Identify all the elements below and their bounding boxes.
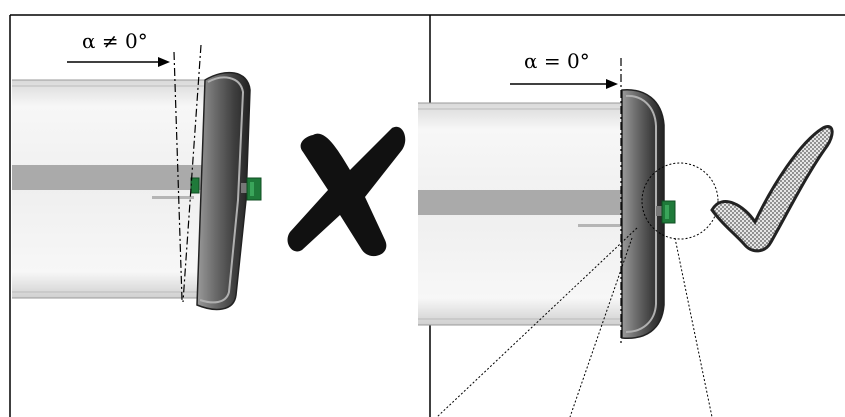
connector	[656, 200, 676, 224]
cross-mark-icon	[287, 126, 406, 257]
right-angle-label: α = 0°	[524, 49, 590, 73]
check-mark-icon	[710, 125, 834, 253]
right-angle-arrow	[510, 79, 618, 89]
connector-inner	[190, 177, 200, 194]
right-panel: α = 0°	[418, 49, 834, 417]
tube-stripe	[418, 190, 623, 215]
left-panel: α ≠ 0°	[12, 29, 406, 311]
connector-outer	[241, 177, 262, 201]
right-tube	[418, 102, 624, 326]
tilted-axis-line	[182, 44, 202, 303]
left-end-cap	[196, 71, 251, 311]
reference-line	[173, 51, 183, 301]
tube-stripe	[12, 165, 202, 190]
left-tube	[12, 79, 207, 299]
left-angle-arrow	[67, 57, 170, 67]
detail-circle	[641, 162, 719, 240]
left-angle-label: α ≠ 0°	[82, 29, 148, 53]
leader-lines	[436, 227, 713, 417]
